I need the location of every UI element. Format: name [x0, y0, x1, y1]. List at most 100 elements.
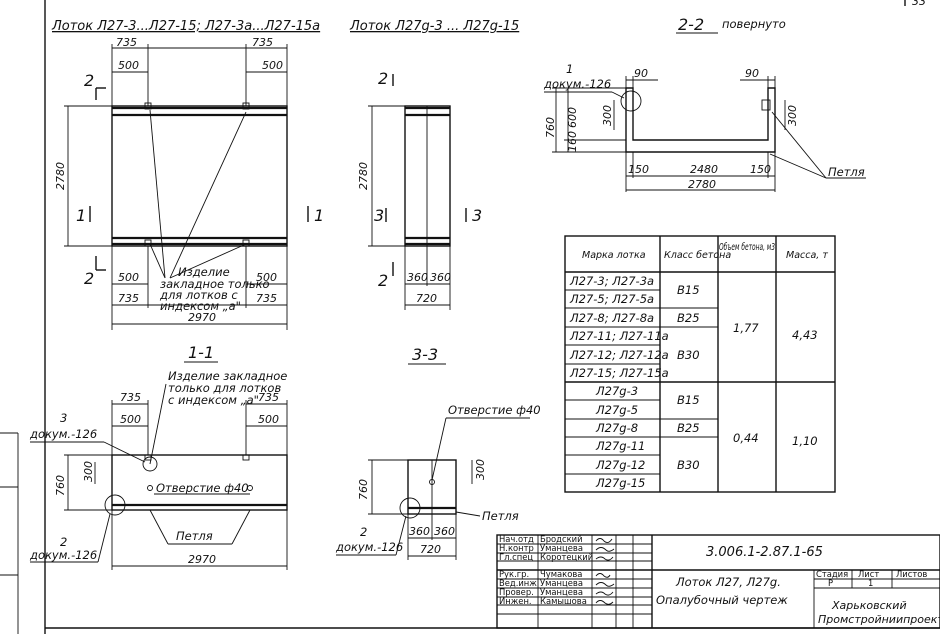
loop-label: Петля	[828, 165, 865, 179]
dim: 735	[116, 36, 137, 49]
tb-label: Листов	[896, 569, 927, 579]
cut-label: 2	[378, 69, 388, 88]
table-cell: B15	[677, 283, 700, 297]
dim: 300	[601, 105, 614, 126]
table-cell: Л27g-5	[595, 403, 638, 417]
table-header: Марка лотка	[582, 250, 646, 261]
title-block: Нач.отд Бродский Н.контр Уманцева Гл.спе…	[496, 534, 940, 629]
plan-view-l27: Лоток Л27-3...Л27-15; Л27-3а...Л27-15а 7…	[51, 19, 324, 330]
dim: 150	[628, 163, 649, 176]
table-cell: Л27g-8	[595, 421, 638, 435]
table-cell: Л27-11; Л27-11а	[569, 329, 669, 343]
dim: 2970	[188, 311, 216, 324]
cut-label: 3	[374, 206, 384, 225]
dim: 760	[357, 479, 370, 500]
dim: 500	[118, 271, 139, 284]
section-3-3: 3-3 Отверстие ф40 760 300 Петля 2 докум.…	[335, 345, 541, 560]
tb-stage: Р	[828, 578, 833, 588]
dim: 500	[118, 59, 139, 72]
table-header: Объем бетона, м3	[719, 242, 775, 253]
callout-number: 1	[566, 62, 573, 76]
tb-name: Уманцева	[540, 587, 583, 597]
cut-label: 2	[378, 271, 388, 290]
table-cell: B30	[677, 458, 700, 472]
plan-b-title: Лоток Л27g-3 ... Л27g-15	[349, 19, 519, 34]
dim: 300	[786, 105, 799, 126]
dim: 735	[258, 391, 279, 404]
table-cell: Л27-15; Л27-15а	[569, 366, 669, 380]
dim: 735	[118, 292, 139, 305]
table-cell: 0,44	[733, 431, 759, 445]
tb-sheet: 1	[868, 578, 873, 588]
table-cell: Л27-5; Л27-5а	[569, 292, 654, 306]
callout-doc: докум.-126	[29, 548, 97, 562]
note-line: индексом „а"	[160, 299, 241, 313]
table-cell: Л27g-3	[595, 384, 638, 398]
dim: 90	[745, 67, 759, 80]
tb-role: Вед.инж	[499, 578, 537, 588]
section-2-2: 2-2 повернуто 1 докум.-126 90 90 760 600…	[543, 15, 866, 192]
dim: 735	[256, 292, 277, 305]
tb-role: Инжен.	[499, 596, 532, 606]
dim: 760	[54, 475, 67, 496]
dim: 735	[120, 391, 141, 404]
section-1-1: 1-1 Изделие закладное только для лотков …	[29, 343, 288, 570]
dim: 360	[434, 525, 455, 538]
note-line: с индексом „а"	[168, 393, 259, 407]
table-header: Класс бетона	[664, 250, 731, 261]
section-title: 3-3	[412, 345, 438, 364]
plan-a-title: Лоток Л27-3...Л27-15; Л27-3а...Л27-15а	[51, 19, 320, 34]
callout-number: 2	[360, 525, 367, 539]
tb-name: Камышова	[540, 596, 587, 606]
table-cell: B25	[677, 421, 700, 435]
table-cell: B15	[677, 393, 700, 407]
hole-label: Отверстие ф40	[156, 481, 249, 495]
table-cell: Л27-8; Л27-8а	[569, 311, 654, 325]
table-cell: Л27g-12	[595, 458, 645, 472]
note-line: Изделие закладное	[168, 369, 287, 383]
dim: 2780	[54, 162, 67, 190]
dim: 2780	[688, 178, 716, 191]
tb-name: Уманцева	[540, 578, 583, 588]
tb-label: Лист	[858, 569, 879, 579]
dim: 160	[566, 131, 579, 152]
tb-name: Чумакова	[540, 569, 582, 579]
callout-doc: докум.-126	[335, 540, 403, 554]
note-line: закладное только	[160, 277, 270, 291]
loop-label: Петля	[176, 529, 213, 543]
tb-label: Стадия	[816, 569, 848, 579]
section-subtitle: повернуто	[722, 17, 786, 31]
dim: 760	[544, 117, 557, 138]
table-cell: B25	[677, 311, 700, 325]
tb-role: Гл.спец	[499, 552, 533, 562]
spec-table: Марка лотка Класс бетона Объем бетона, м…	[564, 235, 836, 493]
dim: 720	[416, 292, 437, 305]
dim: 150	[750, 163, 771, 176]
dim: 720	[420, 543, 441, 556]
doc-code: 3.006.1-2.87.1-65	[706, 545, 823, 560]
tb-role: Н.контр	[499, 543, 534, 553]
loop-label: Петля	[482, 509, 519, 523]
dim: 500	[262, 59, 283, 72]
cut-label: 2	[84, 269, 94, 288]
dim: 2970	[188, 553, 216, 566]
section-title: 1-1	[188, 343, 214, 362]
table-cell: Л27g-15	[595, 476, 645, 490]
signatures	[595, 538, 615, 605]
dim: 360	[407, 271, 428, 284]
note-line: Изделие	[178, 265, 230, 279]
dim: 300	[82, 461, 95, 482]
dim: 500	[256, 271, 277, 284]
table-cell: 1,77	[733, 321, 759, 335]
note-line: для лотков с	[159, 288, 238, 302]
drawing-name: Лоток Л27, Л27g.	[675, 575, 781, 589]
dim: 600	[566, 107, 579, 128]
cut-label: 1	[76, 206, 86, 225]
table-cell: B30	[677, 348, 700, 362]
table-cell: 4,43	[792, 328, 818, 342]
table-cell: 1,10	[792, 434, 818, 448]
tb-role: Нач.отд	[499, 534, 534, 544]
dim: 2780	[357, 162, 370, 190]
